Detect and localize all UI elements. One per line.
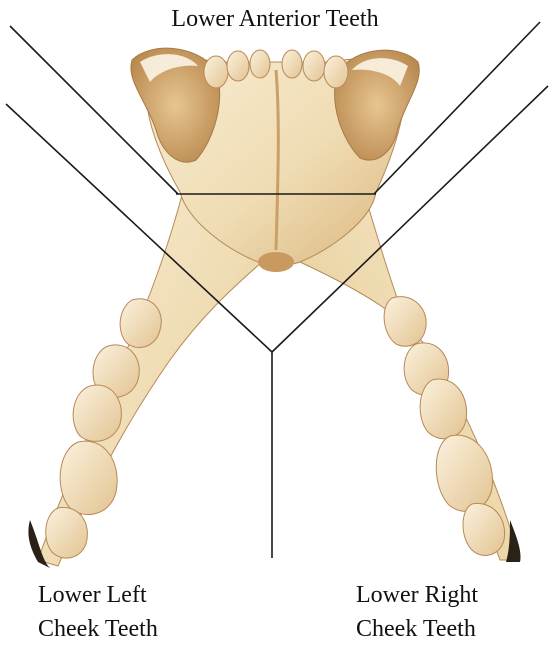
lower-left-cheek-teeth-label: Lower Left Cheek Teeth	[38, 578, 158, 646]
lower-right-cheek-teeth-label: Lower Right Cheek Teeth	[356, 578, 478, 646]
left-cheek-teeth	[46, 299, 162, 558]
symphysis-notch	[258, 252, 294, 272]
right-label-line1: Lower Right	[356, 578, 478, 612]
left-label-line1: Lower Left	[38, 578, 158, 612]
lower-anterior-teeth-label: Lower Anterior Teeth	[0, 2, 550, 36]
right-label-line2: Cheek Teeth	[356, 612, 478, 646]
left-label-line2: Cheek Teeth	[38, 612, 158, 646]
right-cheek-teeth	[384, 297, 504, 556]
